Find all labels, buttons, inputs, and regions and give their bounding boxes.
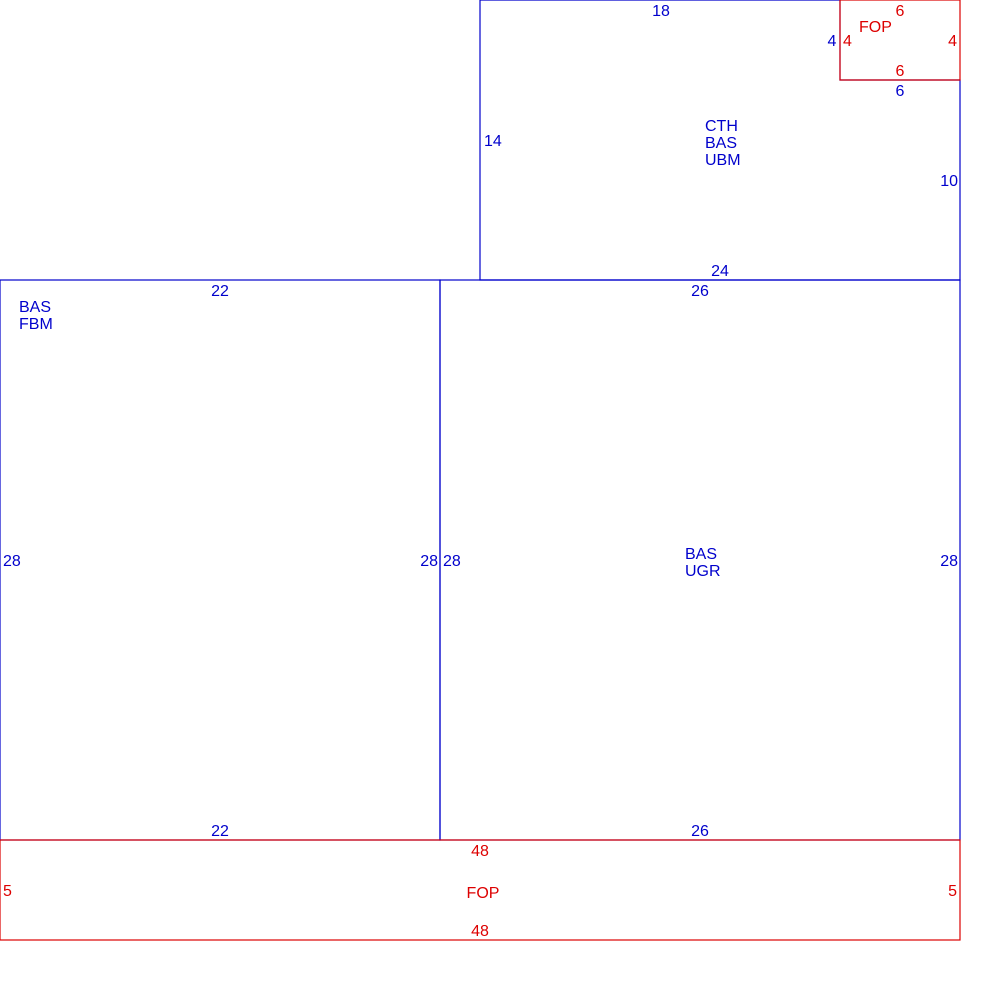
top-porch-left-dimension: 4 <box>843 33 852 50</box>
bottom-porch-top-dimension: 48 <box>471 843 489 860</box>
top-porch-top-dimension: 6 <box>896 3 905 20</box>
bottom-porch-bottom-dimension: 48 <box>471 923 489 940</box>
upper-code-2: BAS <box>705 135 737 152</box>
left-basement-code-2: FBM <box>19 316 53 333</box>
top-porch-right-dimension: 4 <box>948 33 957 50</box>
left-basement-code-1: BAS <box>19 299 51 316</box>
bottom-porch-left-dimension: 5 <box>3 883 12 900</box>
upper-left-dimension: 14 <box>484 133 502 150</box>
right-basement-bottom-dimension: 26 <box>691 823 709 840</box>
right-basement-code-2: UGR <box>685 563 721 580</box>
left-basement-right-dimension: 28 <box>420 553 438 570</box>
upper-notch-bottom-dimension: 6 <box>896 83 905 100</box>
bottom-porch-outline <box>0 839 961 941</box>
upper-code-1: CTH <box>705 118 738 135</box>
top-porch-outline <box>839 0 961 81</box>
left-basement-bottom-dimension: 22 <box>211 823 229 840</box>
left-basement-top-dimension: 22 <box>211 283 229 300</box>
bottom-porch-right-dimension: 5 <box>948 883 957 900</box>
upper-code-3: UBM <box>705 152 741 169</box>
left-basement-left-dimension: 28 <box>3 553 21 570</box>
right-basement-code-1: BAS <box>685 546 717 563</box>
top-porch-bottom-dimension: 6 <box>896 63 905 80</box>
right-basement-top-dimension: 26 <box>691 283 709 300</box>
top-porch-code: FOP <box>859 19 892 36</box>
bottom-porch-code: FOP <box>467 885 500 902</box>
right-basement-right-dimension: 28 <box>940 553 958 570</box>
upper-bottom-dimension: 24 <box>711 263 729 280</box>
upper-top-dimension: 18 <box>652 3 670 20</box>
left-basement-outline <box>0 279 441 841</box>
upper-right-dimension: 10 <box>940 173 958 190</box>
upper-notch-left-dimension: 4 <box>828 33 837 50</box>
right-basement-left-dimension: 28 <box>443 553 461 570</box>
